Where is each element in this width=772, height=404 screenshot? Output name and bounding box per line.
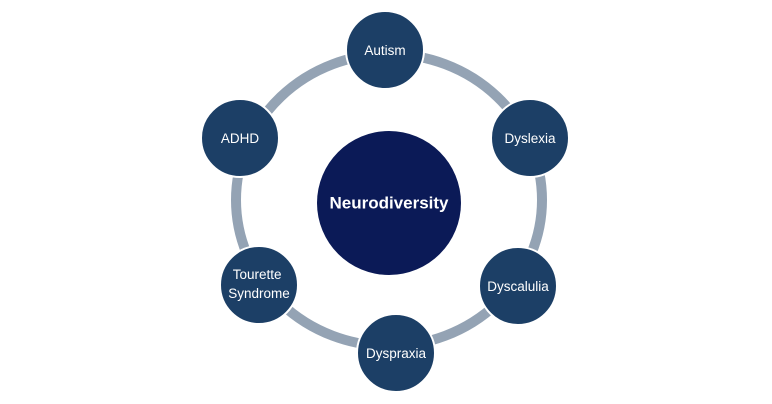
node-dyslexia-label-line: Dyslexia — [504, 131, 556, 146]
node-dyspraxia-label: Dyspraxia — [366, 346, 427, 361]
node-dyscalulia-label-line: Dyscalulia — [487, 279, 549, 294]
center-hub: Neurodiversity — [317, 131, 461, 275]
node-adhd-label-line: ADHD — [221, 131, 260, 146]
node-tourette-syndrome-label-line-2: Syndrome — [228, 286, 290, 301]
node-autism-circle — [345, 10, 425, 90]
node-dyspraxia-circle — [356, 313, 436, 393]
node-autism-label-line: Autism — [364, 43, 405, 58]
node-adhd-label: ADHD — [221, 131, 260, 146]
node-tourette-syndrome-label-line-1: Tourette — [233, 267, 282, 282]
node-dyscalulia-circle — [478, 246, 558, 326]
node-dyspraxia-label-line: Dyspraxia — [366, 346, 427, 361]
center-circle — [317, 131, 461, 275]
center-label: Neurodiversity — [329, 194, 449, 213]
node-dyspraxia: Dyspraxia — [356, 313, 436, 393]
node-dyscalulia: Dyscalulia — [478, 246, 558, 326]
node-tourette-syndrome-label: Tourette Syndrome — [228, 267, 290, 301]
node-tourette-syndrome: Tourette Syndrome — [219, 245, 299, 325]
node-dyslexia: Dyslexia — [490, 98, 570, 178]
node-adhd: ADHD — [200, 98, 280, 178]
node-dyslexia-circle — [490, 98, 570, 178]
node-tourette-syndrome-circle — [219, 245, 299, 325]
node-dyscalulia-label: Dyscalulia — [487, 279, 549, 294]
node-autism: Autism — [345, 10, 425, 90]
node-adhd-circle — [200, 98, 280, 178]
node-autism-label: Autism — [364, 43, 405, 58]
node-dyslexia-label: Dyslexia — [504, 131, 556, 146]
